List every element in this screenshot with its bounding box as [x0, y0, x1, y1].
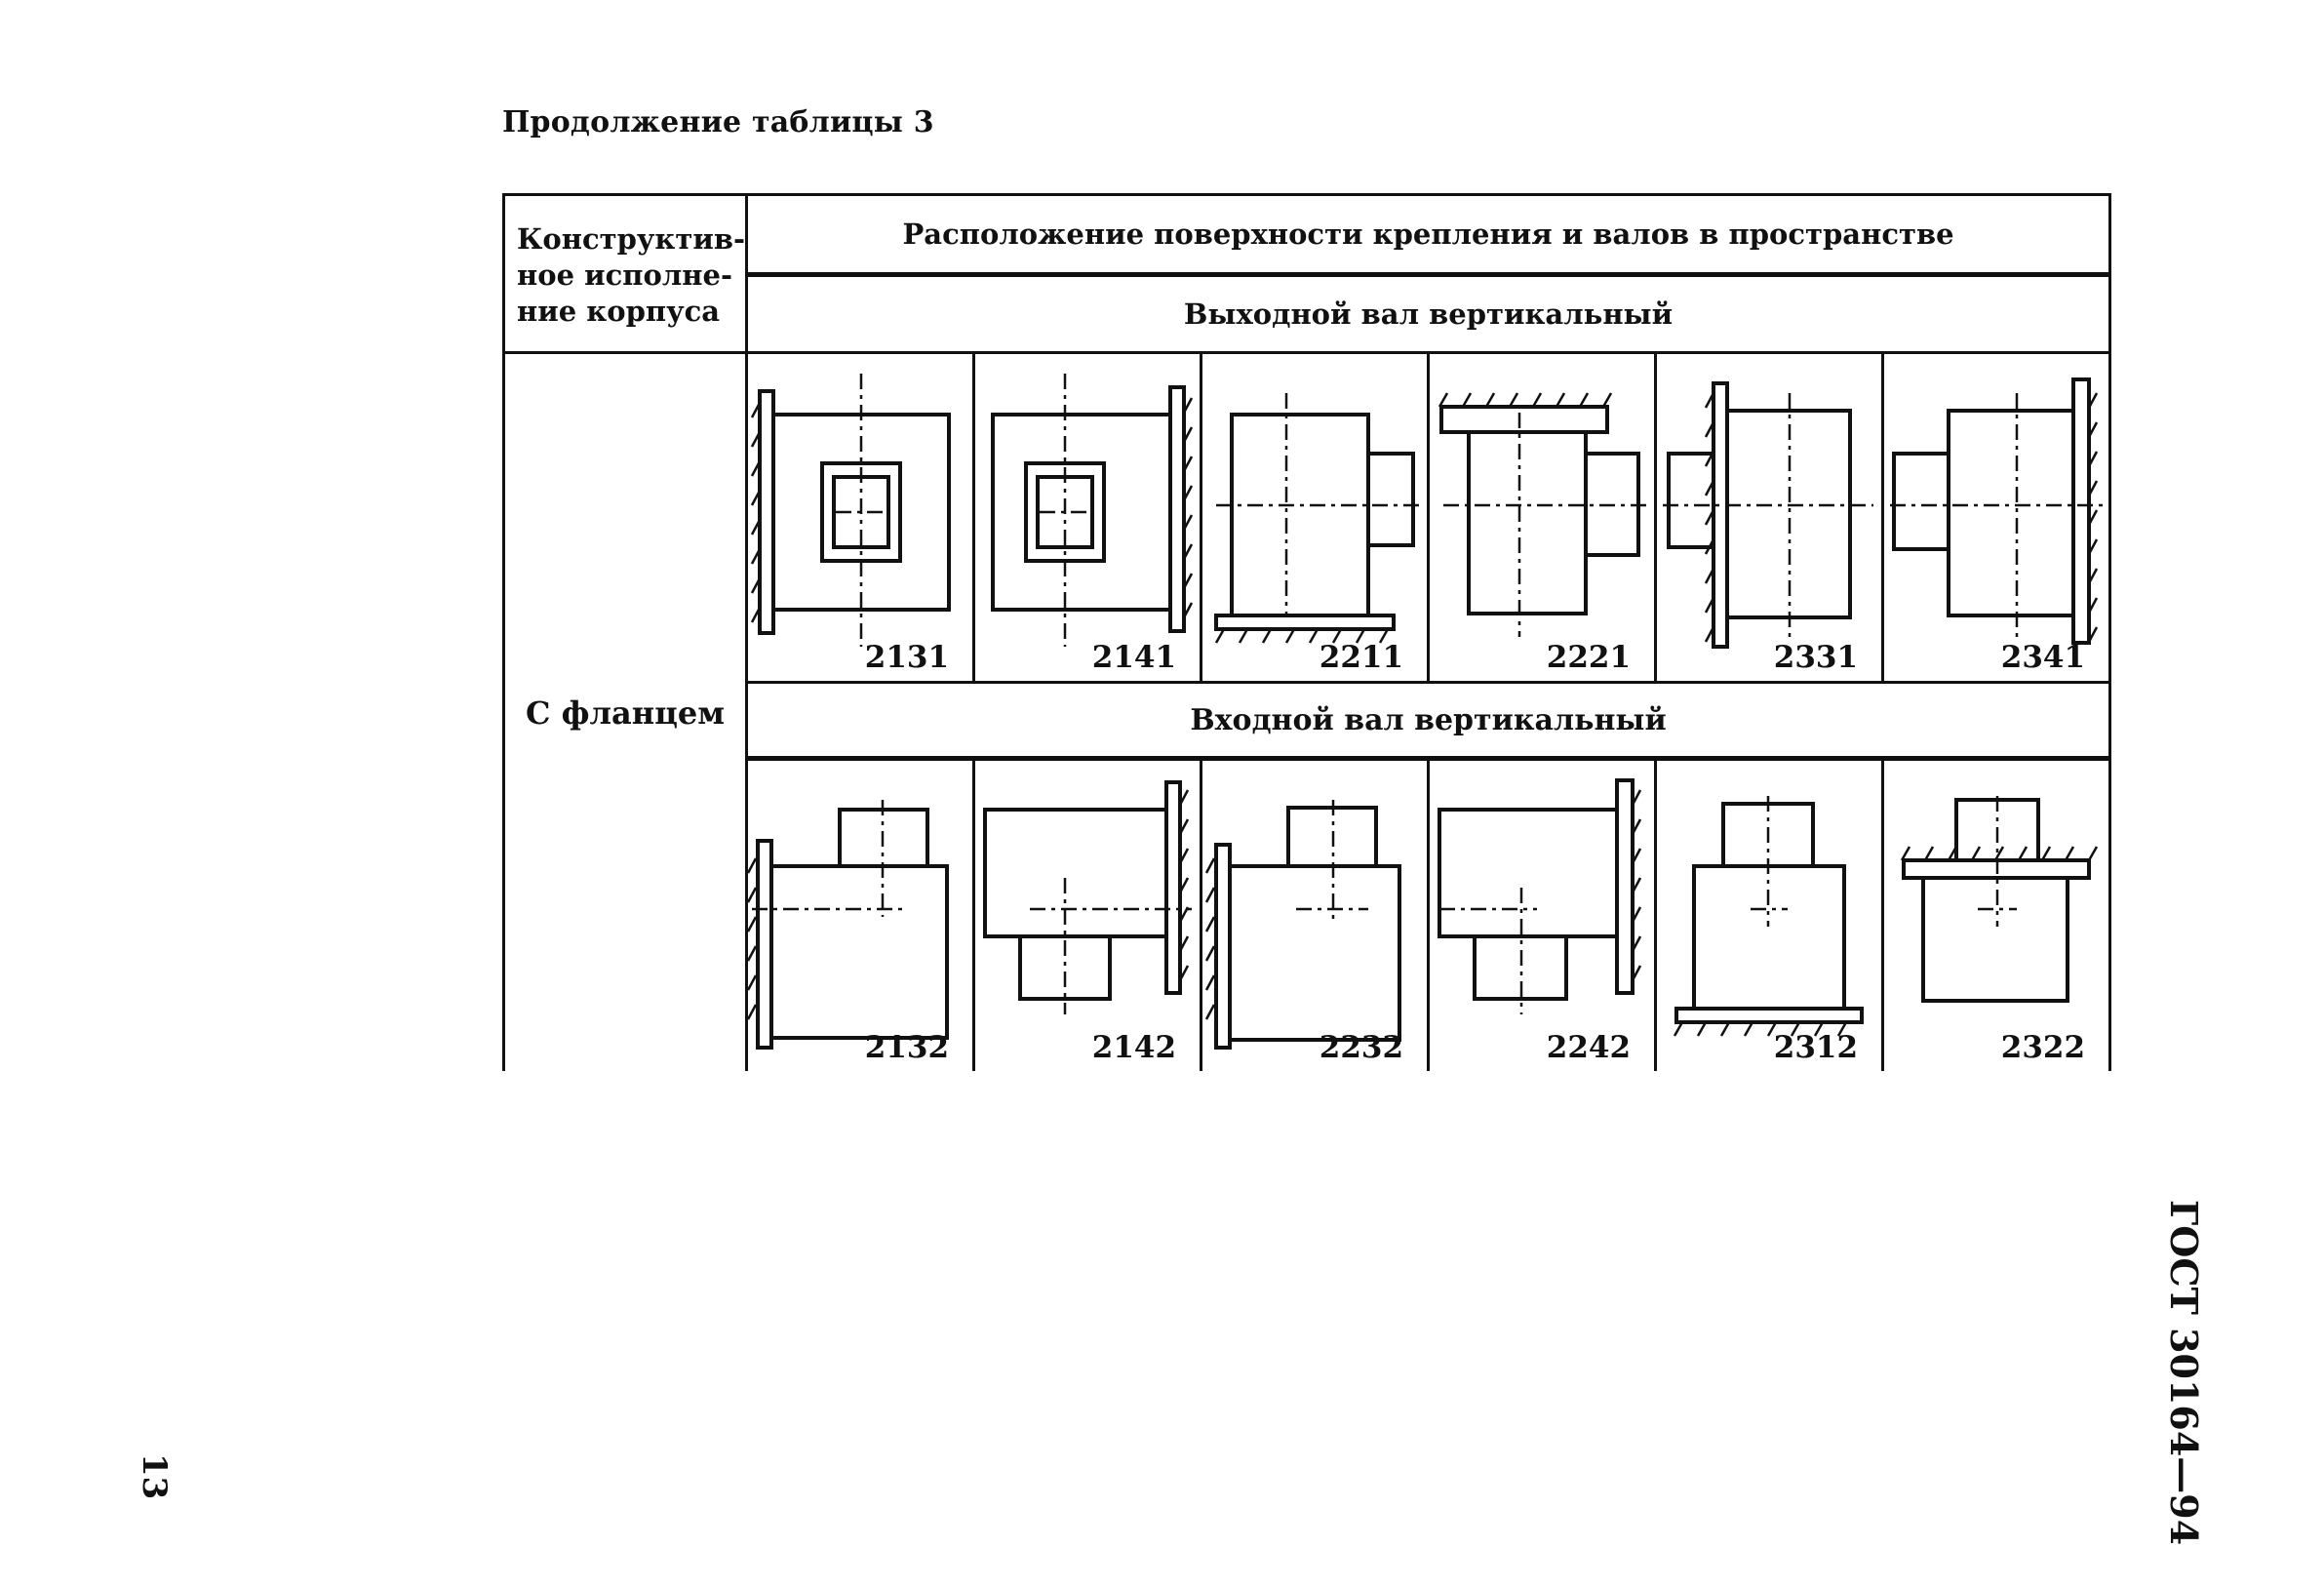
diagram-cell-2232: 2232	[1200, 757, 1431, 1071]
diagram-cell-2142: 2142	[972, 757, 1203, 1071]
code-label: 2221	[1546, 640, 1632, 675]
header-line-1: Конструктив-	[517, 222, 746, 256]
mount-diagram-2312	[1673, 796, 1865, 1037]
code-label: 2142	[1091, 1030, 1177, 1065]
table-caption: Продолжение таблицы 3	[502, 105, 934, 139]
casing-type: С фланцем	[501, 351, 749, 1071]
input-shaft-header: Входной вал вертикальный	[745, 681, 2112, 761]
code-label: 2322	[2000, 1030, 2086, 1065]
header-line-2: ное исполне-	[517, 258, 733, 292]
code-label: 2141	[1091, 640, 1177, 675]
arrangement-header: Расположение поверхности крепления и вал…	[745, 193, 2112, 277]
mount-diagram-2141	[991, 374, 1194, 647]
diagram-cell-2141: 2141	[972, 351, 1203, 684]
diagram-cell-2132: 2132	[745, 757, 976, 1071]
diagram-cell-2331: 2331	[1654, 351, 1885, 684]
diagram-cell-2242: 2242	[1427, 757, 1658, 1071]
diagram-cell-2211: 2211	[1200, 351, 1431, 684]
mount-diagram-2142	[983, 780, 1193, 1014]
diagram-cell-2221: 2221	[1427, 351, 1658, 684]
mount-diagram-2242	[1438, 778, 1642, 1014]
mounting-table: Конструктив- ное исполне- ние корпуса Ра…	[501, 193, 2112, 1071]
code-label: 2132	[864, 1030, 950, 1065]
diagram-cell-2131: 2131	[745, 351, 976, 684]
output-shaft-header: Выходной вал вертикальный	[745, 273, 2112, 354]
code-label: 2211	[1319, 640, 1404, 675]
diagram-cell-2341: 2341	[1881, 351, 2112, 684]
code-label: 2131	[864, 640, 950, 675]
diagram-cell-2322: 2322	[1881, 757, 2112, 1071]
code-label: 2242	[1546, 1030, 1632, 1065]
mount-diagram-2232	[1204, 800, 1402, 1050]
code-label: 2312	[1773, 1030, 1859, 1065]
standard-designation: ГОСТ 30164—94	[2162, 1200, 2206, 1546]
casing-design-header: Конструктив- ное исполне- ние корпуса	[501, 193, 749, 354]
mount-diagram-2331	[1663, 381, 1874, 649]
diagram-cell-2312: 2312	[1654, 757, 1885, 1071]
mount-diagram-2131	[750, 374, 952, 647]
mount-diagram-2221	[1438, 392, 1647, 637]
mount-diagram-2211	[1214, 393, 1420, 644]
mount-diagram-2322	[1900, 796, 2099, 1003]
header-line-3: ние корпуса	[517, 295, 721, 328]
mount-diagram-2341	[1890, 377, 2104, 645]
code-label: 2232	[1319, 1030, 1404, 1065]
mount-diagram-2132	[748, 800, 950, 1050]
code-label: 2341	[2000, 640, 2086, 675]
page-number: 13	[135, 1453, 174, 1500]
code-label: 2331	[1773, 640, 1859, 675]
